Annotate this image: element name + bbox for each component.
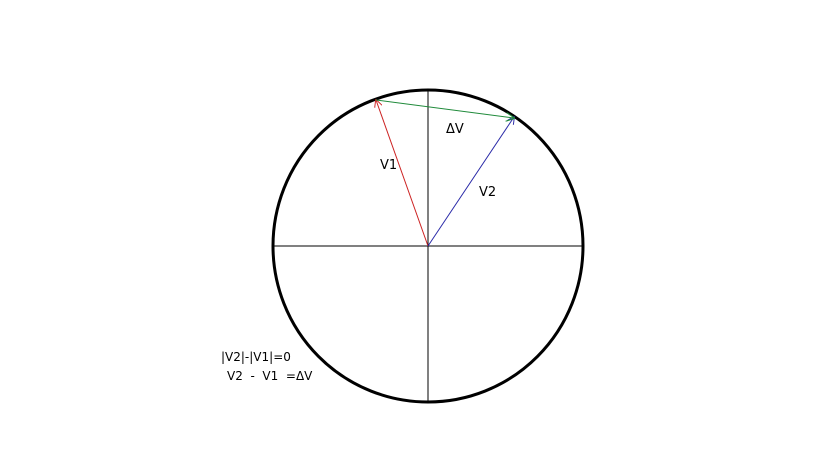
v1-vector [376, 100, 429, 247]
delta-v-label: ΔV [446, 122, 464, 137]
delta-v-vector [375, 99, 514, 118]
magnitude-equation: |V2|-|V1|=0 [221, 350, 291, 364]
difference-equation: V2 - V1 =ΔV [227, 369, 313, 383]
v1-label: V1 [380, 158, 397, 173]
v2-vector [427, 117, 514, 247]
v2-label: V2 [479, 185, 496, 200]
